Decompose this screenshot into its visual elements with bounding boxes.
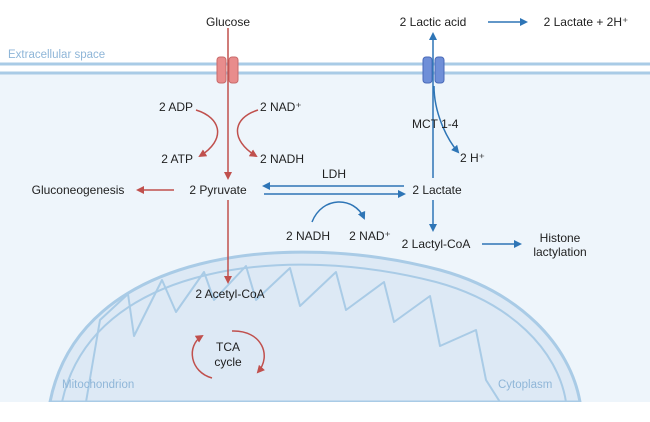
adp-to-atp-arrow <box>195 109 219 158</box>
atp-label: 2 ATP <box>161 152 193 166</box>
tca-cycle-label: cycle <box>214 355 242 369</box>
acetyl-coa-label: 2 Acetyl-CoA <box>195 287 264 301</box>
mct-transporter-icon <box>422 56 445 84</box>
cytoplasm-label: Cytoplasm <box>498 379 552 391</box>
gluconeogenesis-label: Gluconeogenesis <box>32 183 125 197</box>
mct-label: MCT 1-4 <box>412 117 459 131</box>
nad-to-nadh-arrow <box>236 109 259 158</box>
glucose-label: Glucose <box>206 15 250 29</box>
tca-label: TCA <box>216 340 240 354</box>
mitochondrion <box>48 250 582 402</box>
h-plus-export-arrow <box>433 85 460 154</box>
lactic-acid-label: 2 Lactic acid <box>400 15 467 29</box>
lactate-arrows <box>262 18 528 248</box>
nadh-to-nad-arrow <box>311 201 366 223</box>
lactyl-coa-label: 2 Lactyl-CoA <box>402 237 471 251</box>
pyruvate-label: 2 Pyruvate <box>189 183 247 197</box>
mitochondrion-label: Mitochondrion <box>62 379 134 391</box>
h-plus-label: 2 H⁺ <box>460 151 485 165</box>
plasma-membrane <box>0 62 650 75</box>
lactylation-label: lactylation <box>533 245 586 259</box>
nad-bottom-label: 2 NAD⁺ <box>349 229 391 243</box>
glucose-transporter-icon <box>216 56 239 84</box>
ldh-label: LDH <box>322 167 346 181</box>
nadh-top-label: 2 NADH <box>260 152 304 166</box>
nad-top-label: 2 NAD⁺ <box>260 100 302 114</box>
extracellular-space-label: Extracellular space <box>8 49 105 61</box>
tca-cycle-arrow-right <box>231 330 265 374</box>
lactate-out-label: 2 Lactate + 2H⁺ <box>544 15 629 29</box>
tca-cycle-arrow-left <box>191 334 213 379</box>
histone-label: Histone <box>540 231 581 245</box>
glycolysis-arrows <box>136 28 265 379</box>
nadh-bottom-label: 2 NADH <box>286 229 330 243</box>
mitochondrion-cristae <box>85 265 501 402</box>
adp-label: 2 ADP <box>159 100 193 114</box>
lactate-label: 2 Lactate <box>412 183 462 197</box>
